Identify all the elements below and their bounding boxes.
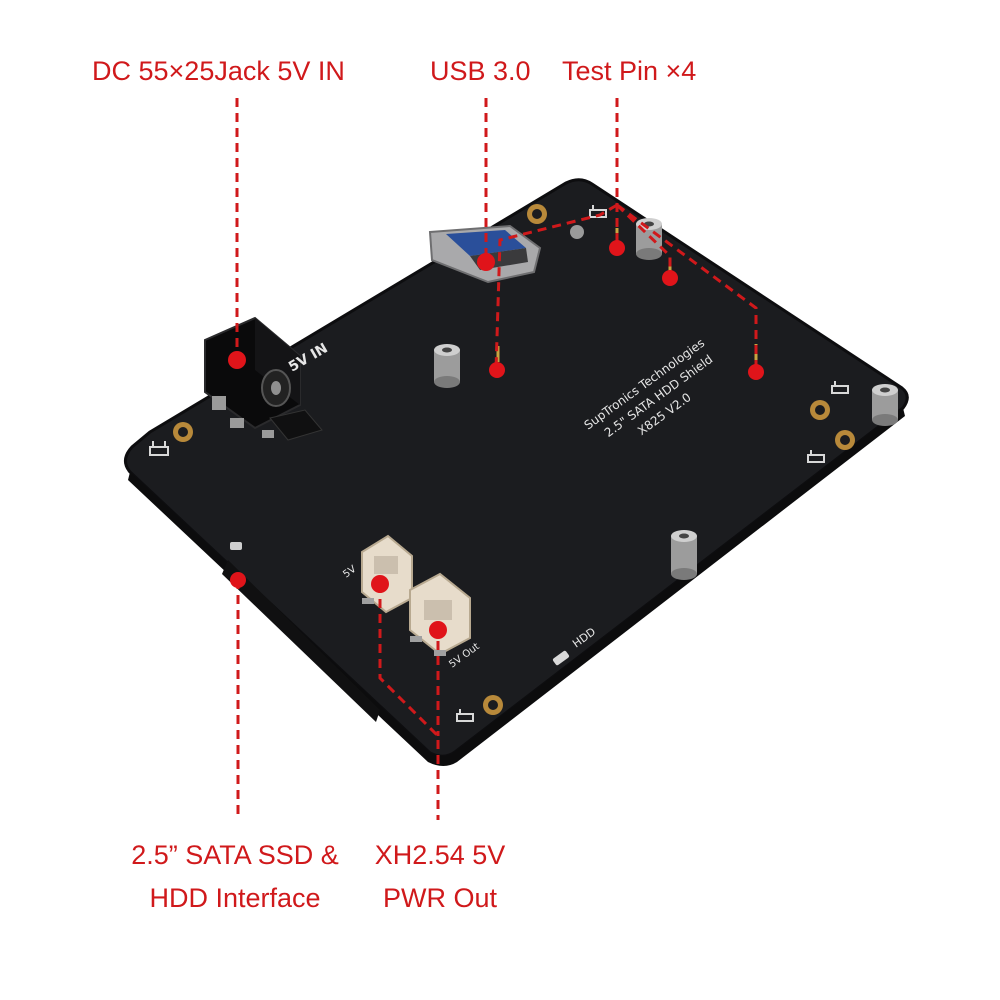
mounting-holes <box>173 204 855 715</box>
usb-dot <box>477 253 495 271</box>
callout-dots <box>228 240 764 639</box>
test-pin-dot-2 <box>662 270 678 286</box>
screw-icon <box>149 441 169 456</box>
test-pin-dot-3 <box>748 364 764 380</box>
dc-jack-connector <box>204 316 301 430</box>
xh-label-line2: PWR Out <box>382 883 497 913</box>
ic-chip <box>262 409 323 441</box>
xh-leader <box>378 584 440 820</box>
screw-icon <box>807 450 825 463</box>
sata-label-line1: 2.5” SATA SSD & <box>131 840 339 870</box>
test-pin-dot-4 <box>489 362 505 378</box>
sata-dot <box>230 572 246 588</box>
dc-jack-label: DC 55×25Jack 5V IN <box>92 56 345 86</box>
sata-connector-edge <box>222 542 380 722</box>
usb-label: USB 3.0 <box>430 56 531 86</box>
hdd-led <box>552 650 570 666</box>
callout-lines <box>235 98 758 820</box>
test-pin-leader <box>494 98 758 371</box>
sata-label-line2: HDD Interface <box>149 883 321 913</box>
test-pin-label: Test Pin ×4 <box>562 56 697 86</box>
xh-dot-1 <box>371 575 389 593</box>
dc-jack-dot <box>228 351 246 369</box>
standoffs <box>434 218 898 580</box>
screw-icons <box>149 205 849 722</box>
screw-icon <box>831 381 849 394</box>
screw-icon <box>456 709 474 722</box>
pcb-board <box>124 178 909 766</box>
xh-label-line1: XH2.54 5V <box>374 840 506 870</box>
xh-dot-2 <box>429 621 447 639</box>
test-pin-dot-1 <box>609 240 625 256</box>
xh-connectors <box>361 534 471 656</box>
